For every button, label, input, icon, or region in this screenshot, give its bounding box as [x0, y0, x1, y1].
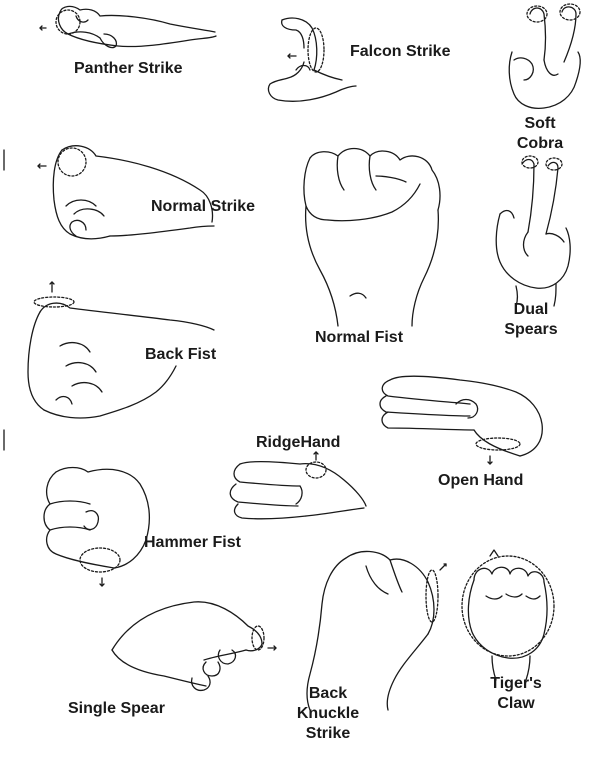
- label-normal-fist: Normal Fist: [315, 329, 404, 346]
- label-back-knuckle-line1: Back: [308, 685, 348, 702]
- label-dual-spears: Dual Spears: [496, 300, 566, 340]
- label-dual-spears-line1: Dual: [513, 301, 549, 318]
- label-open-hand: Open Hand: [438, 472, 524, 489]
- label-single-spear: Single Spear: [68, 700, 165, 717]
- label-soft-cobra: Soft Cobra: [510, 114, 570, 154]
- single-spear-hand-drawing: [111, 601, 277, 692]
- normal-strike-hand-drawing: [37, 145, 215, 240]
- label-panther-strike: Panther Strike: [74, 60, 183, 77]
- label-dual-spears-line2: Spears: [504, 321, 558, 338]
- label-normal-strike: Normal Strike: [151, 198, 256, 215]
- label-hammer-fist: Hammer Fist: [144, 534, 241, 551]
- label-falcon-strike: Falcon Strike: [350, 43, 451, 60]
- label-tigers-claw-line2: Claw: [497, 695, 535, 712]
- label-back-fist: Back Fist: [145, 346, 217, 363]
- label-back-knuckle-line3: Strike: [305, 725, 351, 742]
- label-tigers-claw-line1: Tiger's: [490, 675, 542, 692]
- back-knuckle-strike-hand-drawing: [306, 550, 447, 711]
- normal-fist-hand-drawing: [303, 147, 441, 327]
- back-fist-hand-drawing: [27, 281, 215, 419]
- label-soft-cobra-line1: Soft: [524, 115, 556, 132]
- open-hand-drawing: [379, 375, 543, 465]
- dual-spears-hand-drawing: [495, 155, 571, 307]
- soft-cobra-hand-drawing: [508, 3, 581, 110]
- label-back-knuckle-strike: Back Knuckle Strike: [288, 684, 368, 744]
- panther-strike-hand-drawing: [39, 5, 217, 49]
- label-ridgehand: RidgeHand: [256, 434, 341, 451]
- label-tigers-claw: Tiger's Claw: [478, 674, 554, 714]
- tigers-claw-hand-drawing: [461, 549, 555, 681]
- ridgehand-drawing: [229, 451, 367, 520]
- label-soft-cobra-line2: Cobra: [516, 135, 564, 152]
- falcon-strike-hand-drawing: [267, 17, 357, 102]
- label-back-knuckle-line2: Knuckle: [296, 705, 360, 722]
- hammer-fist-hand-drawing: [43, 466, 151, 587]
